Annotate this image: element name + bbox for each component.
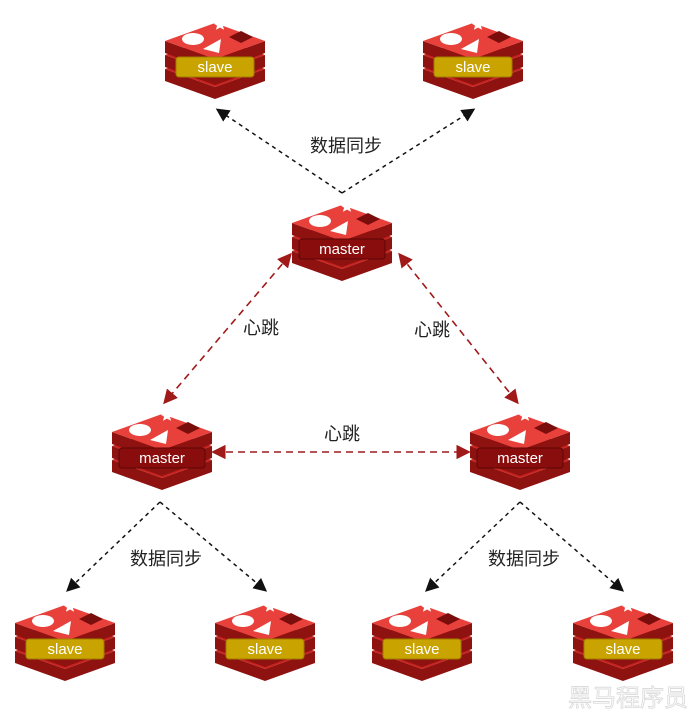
edge-labels-layer: 数据同步心跳心跳心跳数据同步数据同步 [130,136,560,570]
triangle-icon [253,621,271,635]
diamond-icon [436,613,460,625]
heartbeat-link-e4 [398,252,519,405]
cube-slab-side [372,651,472,681]
circle-icon [389,615,411,627]
slave-badge [382,638,462,660]
circle-icon [232,615,254,627]
slave-label: slave [197,59,232,76]
cube-slab-side [423,69,523,99]
slave-label: slave [455,59,490,76]
triangle-icon [53,621,71,635]
diamond-icon [356,213,380,225]
diamond-icon [534,422,558,434]
watermark-text: 黑马程序员 [568,684,688,712]
triangle-icon [461,39,479,53]
master-label: master [497,450,543,467]
sync-link-e1 [215,108,343,194]
sync-link-e7 [159,501,268,592]
sync-link-e9 [519,501,625,592]
diamond-icon [487,31,511,43]
master-badge [476,447,564,469]
slave-label: slave [247,641,282,658]
triangle-icon [203,39,221,53]
diamond-icon [176,422,200,434]
triangle-icon [611,621,629,635]
slave-node-s4: slave [215,601,315,681]
star-icon [213,19,227,30]
master-node-m_left: master [112,410,212,490]
sync-label-e6: 数据同步 [130,549,202,570]
heartbeat-link-e3 [163,252,292,405]
heartbeat-label-e5: 心跳 [324,424,360,445]
slave-node-s6: slave [573,601,673,681]
cube-slab-side [292,251,392,281]
heartbeat-label-e3: 心跳 [243,318,279,339]
cube-slab-side [112,460,212,490]
slave-badge [433,56,513,78]
star-icon [263,601,277,612]
slave-badge [25,638,105,660]
circle-icon [182,33,204,45]
sync-label-e1: 数据同步 [310,136,382,157]
circle-icon [32,615,54,627]
slave-node-s2: slave [423,19,523,99]
slave-node-s1: slave [165,19,265,99]
slave-node-s5: slave [372,601,472,681]
cube-slab-side [15,651,115,681]
master-label: master [319,241,365,258]
diamond-icon [79,613,103,625]
circle-icon [129,424,151,436]
triangle-icon [410,621,428,635]
diamond-icon [637,613,661,625]
master-label: master [139,450,185,467]
master-node-m_right: master [470,410,570,490]
star-icon [160,410,174,421]
slave-label: slave [47,641,82,658]
star-icon [420,601,434,612]
slave-node-s3: slave [15,601,115,681]
master-badge [118,447,206,469]
star-icon [471,19,485,30]
triangle-icon [330,221,348,235]
slave-label: slave [404,641,439,658]
circle-icon [590,615,612,627]
star-icon [63,601,77,612]
cube-slab-side [215,651,315,681]
sync-link-e6 [66,501,161,592]
sync-link-e8 [425,501,521,592]
master-node-m_top: master [292,201,392,281]
slave-label: slave [605,641,640,658]
triangle-icon [150,430,168,444]
slave-badge [583,638,663,660]
sync-link-e2 [341,108,476,194]
triangle-icon [508,430,526,444]
cube-slab-side [470,460,570,490]
star-icon [518,410,532,421]
edges-layer [66,108,625,592]
circle-icon [487,424,509,436]
slave-badge [175,56,255,78]
cube-slab-side [573,651,673,681]
heartbeat-label-e4: 心跳 [414,320,450,341]
star-icon [340,201,354,212]
star-icon [621,601,635,612]
slave-badge [225,638,305,660]
diamond-icon [279,613,303,625]
circle-icon [440,33,462,45]
sync-label-e8: 数据同步 [488,549,560,570]
master-badge [298,238,386,260]
circle-icon [309,215,331,227]
cube-slab-side [165,69,265,99]
nodes-layer: slave slave master master master slave slave sl… [15,19,673,681]
diamond-icon [229,31,253,43]
